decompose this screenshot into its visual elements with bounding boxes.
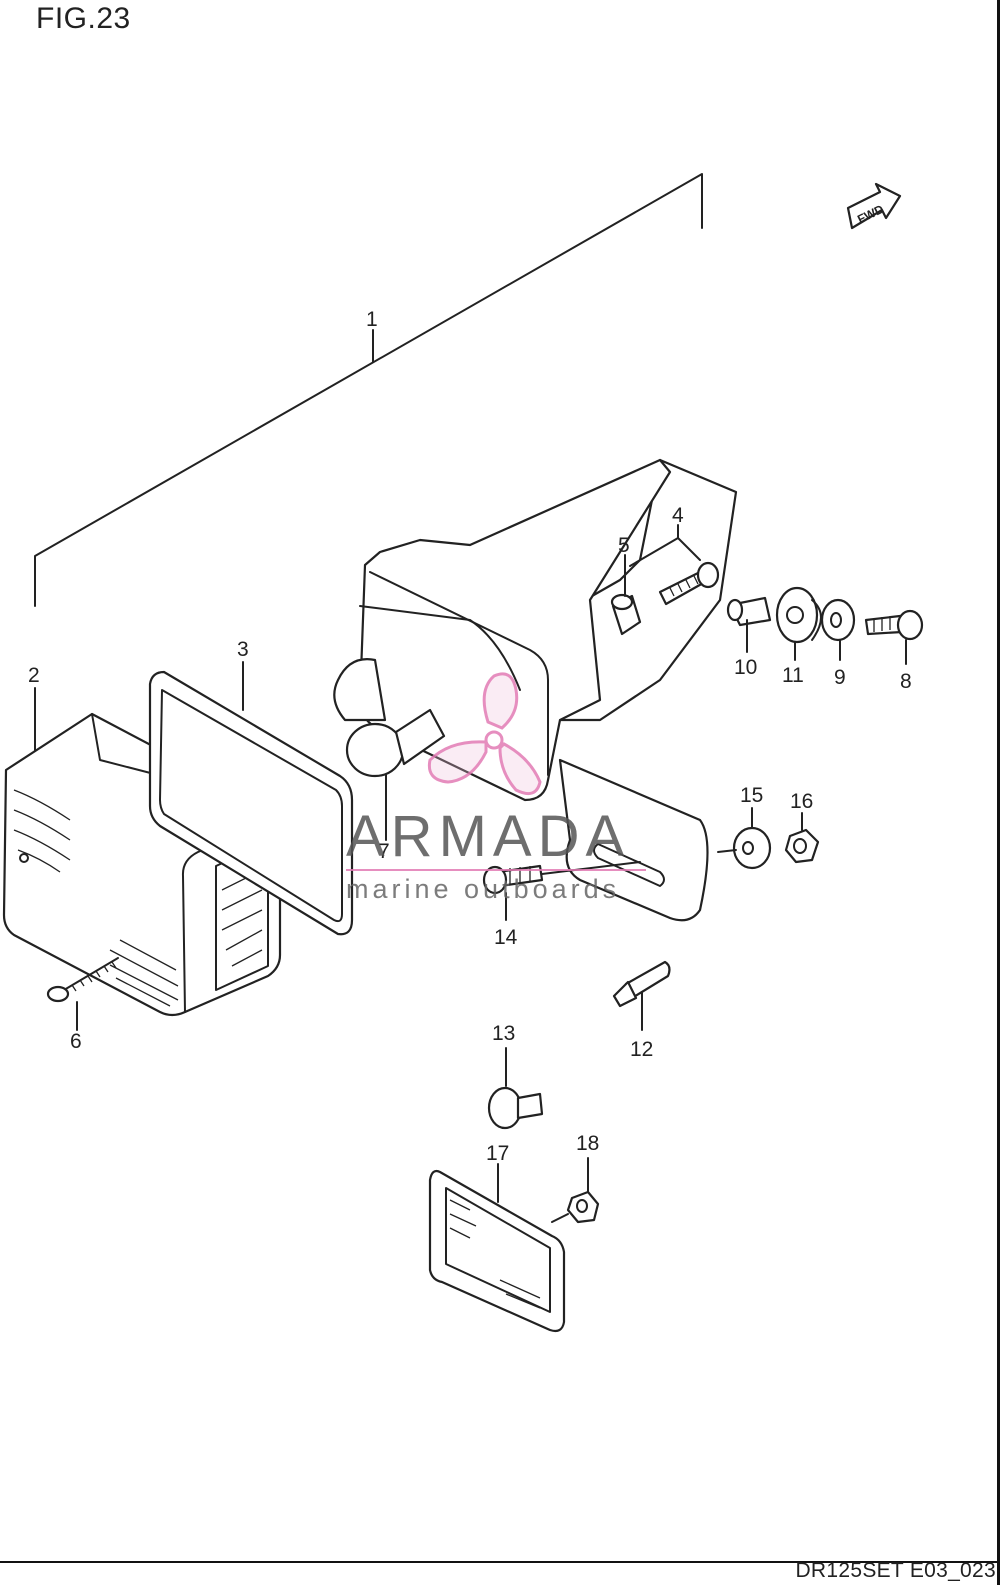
part-15-washer [717,807,772,870]
part-18-nut [551,1157,600,1224]
callout-12: 12 [630,1038,653,1061]
watermark-subtitle: marine outboards [346,874,620,904]
part-6-screw [46,957,119,1003]
armada-watermark: ARMADA marine outboards [346,672,646,904]
part-9-washer [820,598,856,661]
part-13-grommet [487,1047,544,1130]
callout-5: 5 [618,534,630,557]
callout-6: 6 [70,1030,82,1053]
callout-13: 13 [492,1022,515,1045]
part-16-nut [784,812,820,864]
callout-16: 16 [790,790,813,813]
frame-right-border [997,0,1000,1585]
drawing-code: DR125SET E03_023 [795,1559,996,1582]
callout-1: 1 [366,308,378,331]
callout-2: 2 [28,664,40,687]
fwd-arrow-icon: FWD [846,182,902,230]
callout-7: 7 [378,840,390,863]
armada-propeller-logo [427,672,542,796]
part-4-bolt [629,524,720,606]
callout-numbers: 1 2 3 4 5 6 7 8 9 10 11 12 13 14 15 16 1… [28,308,912,1165]
callout-17: 17 [486,1142,509,1165]
part-7-bulb [345,708,446,841]
part-3-gasket [148,670,354,936]
watermark-title: ARMADA [346,804,630,869]
callout-14: 14 [494,926,518,949]
part-8-bolt [864,609,924,665]
callout-9: 9 [834,666,846,689]
part-17-reflector [428,1163,566,1333]
leader-lines [34,661,244,1031]
housing-bracket [333,458,738,922]
part-10-collar [726,596,772,653]
callout-10: 10 [734,656,757,679]
part-5-spacer [610,554,642,636]
figure-title: FIG.23 [36,2,131,35]
frame-bottom-border [0,1561,1000,1563]
callout-3: 3 [237,638,249,661]
callout-4: 4 [672,504,684,527]
callout-8: 8 [900,670,912,693]
callout-15: 15 [740,784,763,807]
callout-11: 11 [782,664,804,687]
part-11-grommet [775,586,822,661]
part-12-bulb-small [612,960,671,1031]
assembly-bracket [34,173,703,607]
callout-18: 18 [576,1132,599,1155]
